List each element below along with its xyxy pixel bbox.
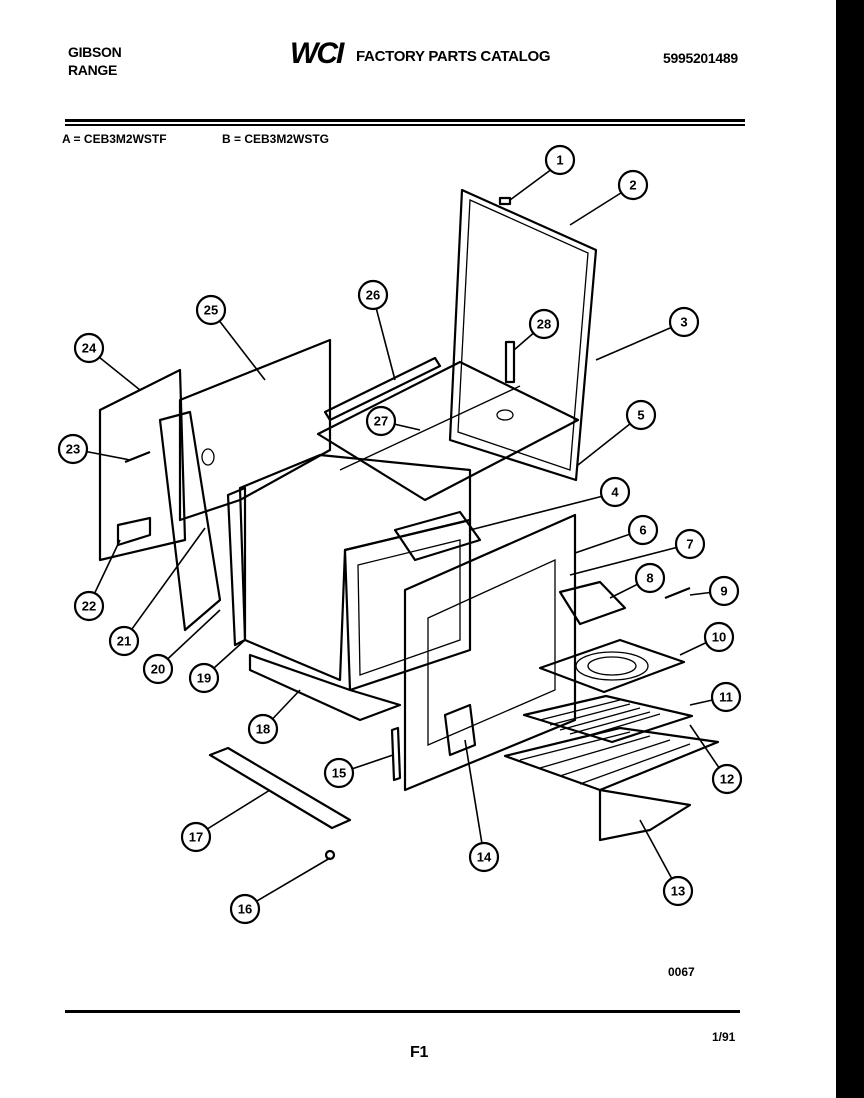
catalog-number: 5995201489 (663, 50, 738, 66)
svg-text:23: 23 (66, 442, 80, 457)
svg-text:7: 7 (686, 537, 693, 552)
left-side-panel (98, 368, 187, 562)
screw (498, 196, 512, 206)
callout-4: 4 (599, 476, 631, 508)
svg-text:8: 8 (646, 571, 653, 586)
callout-5: 5 (625, 399, 657, 431)
front-frame (158, 410, 222, 632)
top-panel (316, 360, 580, 502)
svg-text:25: 25 (204, 303, 218, 318)
model-b: B = CEB3M2WSTG (222, 132, 330, 146)
svg-text:20: 20 (151, 662, 165, 677)
bottom-panel (248, 653, 402, 722)
leveling-leg (324, 849, 336, 861)
callout-8: 8 (634, 562, 666, 594)
svg-text:19: 19 (197, 671, 211, 686)
svg-text:10: 10 (712, 630, 726, 645)
svg-text:15: 15 (332, 766, 346, 781)
wci-logo: WCI (290, 37, 344, 70)
callout-16: 16 (229, 893, 261, 925)
heating-element (538, 638, 686, 694)
callout-17: 17 (180, 821, 212, 853)
callout-10: 10 (703, 621, 735, 653)
oven-rack-upper (522, 694, 694, 744)
callout-24: 24 (73, 332, 105, 364)
svg-text:24: 24 (82, 341, 97, 356)
page-number: F1 (410, 1044, 429, 1061)
svg-text:16: 16 (238, 902, 252, 917)
brand-name: GIBSON (68, 44, 122, 60)
callout-3: 3 (668, 306, 700, 338)
callout-28: 28 (528, 308, 560, 340)
wire (664, 586, 691, 600)
kick-plate (208, 746, 352, 830)
callout-25: 25 (195, 294, 227, 326)
svg-text:26: 26 (366, 288, 380, 303)
header-rule-top (65, 119, 745, 122)
svg-text:14: 14 (477, 850, 492, 865)
oven-rack-lower (503, 726, 720, 842)
footer-rule (65, 1010, 740, 1013)
svg-text:2: 2 (629, 178, 636, 193)
bracket (116, 516, 152, 547)
product-type: RANGE (68, 62, 118, 78)
callout-11: 11 (710, 681, 742, 713)
drawing-code: 0067 (668, 965, 695, 979)
svg-text:11: 11 (719, 690, 733, 705)
svg-text:4: 4 (611, 485, 619, 500)
svg-text:27: 27 (374, 414, 388, 429)
svg-text:18: 18 (256, 722, 270, 737)
callout-13: 13 (662, 875, 694, 907)
svg-text:28: 28 (537, 317, 551, 332)
svg-text:1: 1 (556, 153, 563, 168)
svg-text:17: 17 (189, 830, 203, 845)
door-hinge (443, 703, 477, 757)
callout-2: 2 (617, 169, 649, 201)
callout-14: 14 (468, 841, 500, 873)
svg-text:21: 21 (117, 634, 131, 649)
svg-text:12: 12 (720, 772, 734, 787)
model-a: A = CEB3M2WSTF (62, 132, 167, 146)
callouts: 1 2 3 4 5 6 7 8 9 10 11 12 13 14 15 16 1… (57, 144, 743, 925)
callout-23: 23 (57, 433, 89, 465)
callout-1: 1 (544, 144, 576, 176)
back-panel (448, 188, 598, 482)
callout-26: 26 (357, 279, 389, 311)
svg-text:5: 5 (637, 408, 644, 423)
callout-27: 27 (365, 405, 397, 437)
svg-text:9: 9 (720, 584, 727, 599)
callout-6: 6 (627, 514, 659, 546)
callout-12: 12 (711, 763, 743, 795)
side-panel (178, 338, 332, 522)
callout-20: 20 (142, 653, 174, 685)
callout-18: 18 (247, 713, 279, 745)
callout-7: 7 (674, 528, 706, 560)
door-spring (390, 726, 402, 782)
revision-date: 1/91 (712, 1030, 736, 1044)
svg-text:13: 13 (671, 884, 685, 899)
top-rail (323, 356, 442, 422)
callout-19: 19 (188, 662, 220, 694)
callout-9: 9 (708, 575, 740, 607)
callout-15: 15 (323, 757, 355, 789)
header-rule-bottom (65, 124, 745, 126)
support-post (504, 340, 516, 384)
insulation-pad (558, 580, 627, 626)
catalog-title: FACTORY PARTS CATALOG (356, 48, 551, 65)
callout-21: 21 (108, 625, 140, 657)
oven-liner (226, 453, 472, 692)
svg-text:6: 6 (639, 523, 646, 538)
svg-text:22: 22 (82, 599, 96, 614)
control-panel (393, 510, 482, 562)
svg-text:3: 3 (680, 315, 687, 330)
callout-22: 22 (73, 590, 105, 622)
oven-door-frame (403, 513, 577, 792)
scan-border (836, 0, 864, 1098)
